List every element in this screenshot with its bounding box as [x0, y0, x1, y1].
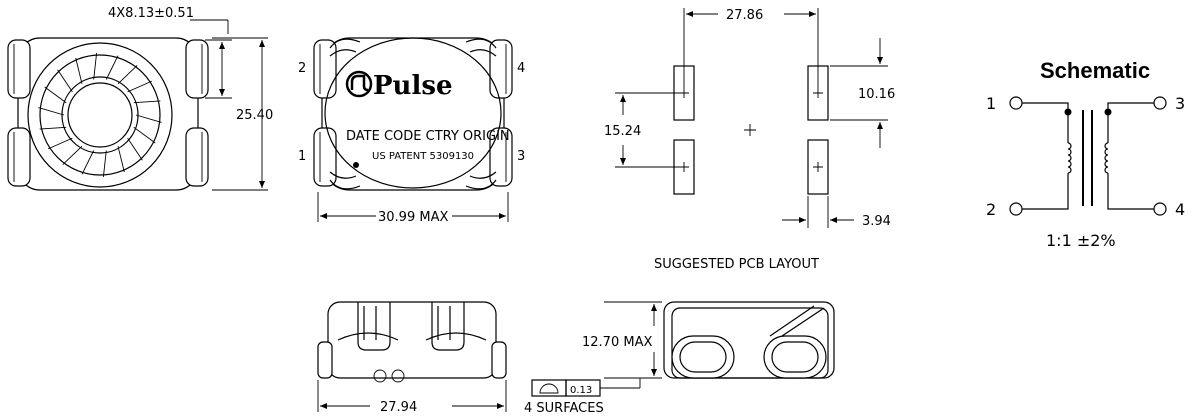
top-pin-3: 3	[517, 149, 525, 164]
top-view: Pulse DATE CODE CTRY ORIGIN US PATENT 53…	[298, 37, 525, 191]
flatness-callout: 0.13 4 SURFACES	[524, 378, 641, 416]
flatness-note: 4 SURFACES	[524, 401, 604, 416]
layout-center-mark	[744, 124, 756, 136]
schematic-pin-3: 3	[1175, 94, 1185, 113]
pcb-caption: SUGGESTED PCB LAYOUT	[654, 257, 819, 272]
schematic-pin-3-terminal	[1153, 96, 1167, 110]
schematic-pin-2-terminal	[1009, 202, 1023, 216]
date-code-label: DATE CODE CTRY ORIGIN	[346, 129, 510, 144]
end-view: 12.70 MAX	[582, 301, 835, 379]
terminal-top-left	[7, 39, 31, 99]
schematic-pin-4-terminal	[1153, 202, 1167, 216]
secondary-winding	[1104, 142, 1109, 174]
pad-bottom-right	[807, 139, 829, 195]
body-width-dimension: 30.99 MAX	[317, 192, 509, 225]
patent-label: US PATENT 5309130	[372, 151, 474, 162]
end-coil-left	[671, 335, 735, 379]
pin-width-dimension: 4X8.13±0.51	[108, 6, 232, 99]
schematic-pin-1: 1	[986, 94, 996, 113]
body-width-label: 30.99 MAX	[378, 210, 448, 225]
pad-pitch-y-label: 15.24	[604, 124, 641, 139]
pcb-layout: 27.86 15.24 10.16 3.94 SUGGESTED PCB LAY…	[604, 8, 895, 272]
terminal-bottom-right	[185, 127, 209, 187]
logo-text: Pulse	[373, 71, 453, 101]
top-view-disc	[324, 37, 502, 189]
toroid-inner	[67, 82, 133, 148]
pad-width-label: 3.94	[862, 214, 891, 229]
top-pin-4: 4	[517, 61, 525, 76]
schematic-pin-1-terminal	[1009, 96, 1023, 110]
primary-polarity-dot	[1064, 108, 1072, 116]
pin1-marker-dot	[353, 162, 359, 168]
primary-winding	[1067, 142, 1072, 174]
height-dimension: 25.40	[212, 37, 273, 191]
profile-of-surface-icon	[539, 383, 559, 394]
bottom-view	[7, 37, 209, 191]
schematic-pin-2: 2	[986, 200, 996, 219]
pulse-logo: Pulse	[345, 70, 453, 101]
bottom-view-body	[17, 37, 199, 191]
side-width-label: 27.94	[380, 400, 417, 415]
toroid-windings	[38, 53, 162, 177]
max-height-label: 12.70 MAX	[582, 335, 652, 350]
top-pin-1: 1	[298, 149, 306, 164]
terminal-bottom-left	[7, 127, 31, 187]
height-label: 25.40	[236, 108, 273, 123]
end-coil-right	[763, 335, 827, 379]
pad-pitch-x-label: 27.86	[726, 8, 763, 23]
secondary-polarity-dot	[1104, 108, 1112, 116]
side-view: 27.94	[317, 301, 507, 415]
pad-length-label: 10.16	[858, 87, 895, 102]
pin-width-label: 4X8.13±0.51	[108, 6, 194, 21]
flatness-value: 0.13	[570, 385, 592, 396]
schematic-pin-4: 4	[1175, 200, 1185, 219]
top-pin-2: 2	[298, 61, 306, 76]
schematic-title: Schematic	[1040, 58, 1150, 83]
turns-ratio: 1:1 ±2%	[1046, 231, 1116, 250]
terminal-top-right	[185, 39, 209, 99]
side-view-body	[327, 301, 497, 379]
schematic: Schematic 1 2 3 4 1:1 ±2%	[986, 58, 1185, 250]
toroid-outer	[27, 42, 173, 188]
